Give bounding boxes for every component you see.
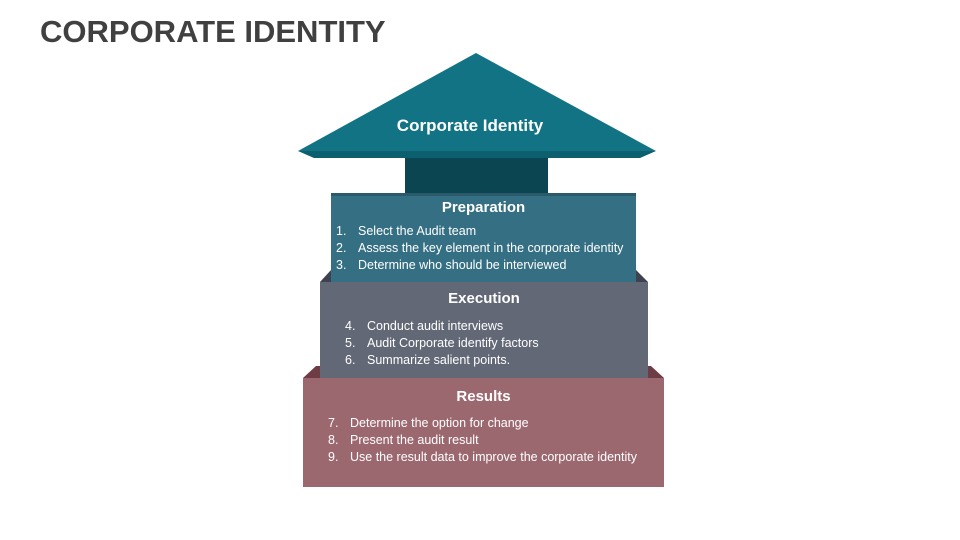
list-item: 5.Audit Corporate identify factors	[345, 336, 539, 350]
preparation-top-shadow	[331, 193, 636, 196]
list-item: 6.Summarize salient points.	[345, 353, 511, 367]
results-block-shape	[303, 378, 664, 487]
list-item: 7.Determine the option for change	[328, 416, 529, 430]
roof-connector	[405, 155, 548, 195]
list-item: 2.Assess the key element in the corporat…	[336, 241, 624, 255]
preparation-title: Preparation	[441, 199, 526, 216]
results-list: 7.Determine the option for change 8.Pres…	[328, 415, 637, 466]
page-title: CORPORATE IDENTITY	[40, 14, 386, 49]
execution-block-shape	[320, 282, 648, 378]
roof-label: Corporate Identity	[396, 116, 544, 135]
list-item: 8.Present the audit result	[328, 433, 479, 447]
list-item: 4.Conduct audit interviews	[345, 319, 504, 333]
preparation-block: Preparation 1.Select the Audit team 2.As…	[331, 193, 636, 282]
list-item: 3.Determine who should be interviewed	[336, 258, 567, 272]
roof-shape	[298, 53, 656, 151]
execution-block: Execution 4.Conduct audit interviews 5.A…	[320, 282, 648, 378]
execution-list: 4.Conduct audit interviews 5.Audit Corpo…	[345, 318, 539, 369]
roof-eave	[298, 151, 656, 158]
list-item: 1.Select the Audit team	[336, 224, 477, 238]
results-title: Results	[456, 388, 511, 405]
preparation-block-shape	[331, 193, 636, 282]
preparation-list: 1.Select the Audit team 2.Assess the key…	[336, 223, 623, 274]
execution-title: Execution	[448, 290, 520, 307]
results-block: Results 7.Determine the option for chang…	[303, 378, 664, 487]
list-item: 9.Use the result data to improve the cor…	[328, 450, 637, 464]
